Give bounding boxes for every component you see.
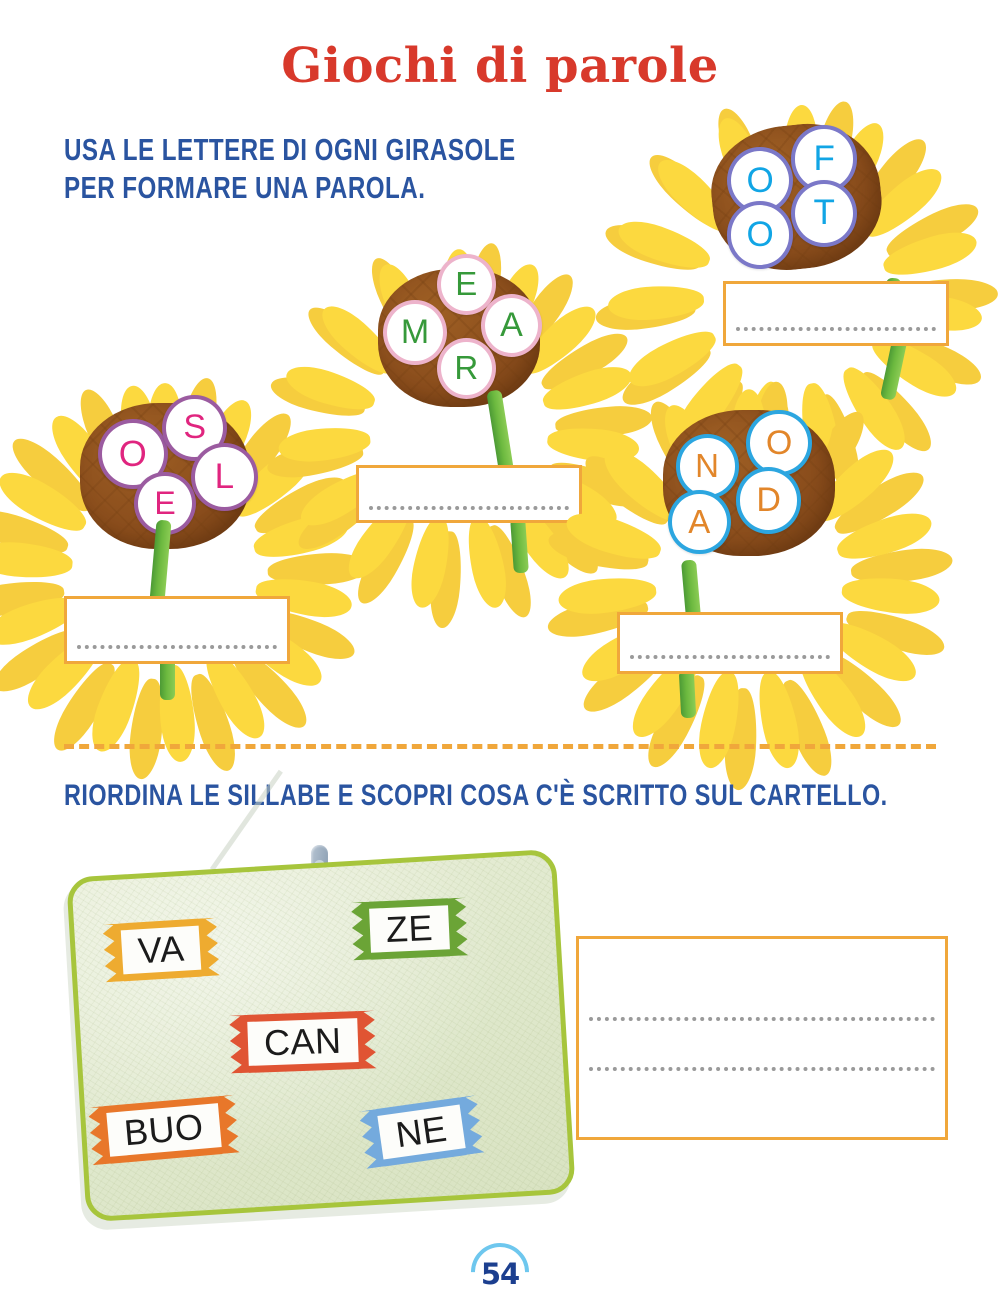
writing-line xyxy=(369,506,569,510)
letter-tile: M xyxy=(383,300,447,366)
syllable-ze[interactable]: ZE xyxy=(351,898,468,961)
answer-box-osel[interactable] xyxy=(64,596,290,664)
writing-line xyxy=(77,645,277,649)
writing-line xyxy=(589,1017,935,1021)
syllable-va[interactable]: VA xyxy=(102,918,220,983)
letter-tile: E xyxy=(437,254,496,315)
syllable-plate: CAN xyxy=(247,1018,359,1066)
answer-box-noad[interactable] xyxy=(617,612,843,674)
petal xyxy=(613,212,716,278)
sunflower-noad: N O A D xyxy=(544,372,955,791)
letter-tile: R xyxy=(437,338,496,399)
letter-tile: D xyxy=(735,467,802,535)
writing-line xyxy=(630,655,830,659)
instruction-riordina-sillabe: RIORDINA LE SILLABE E SCOPRI COSA C'È SC… xyxy=(64,779,888,812)
ribbon-body: CAN xyxy=(247,1011,359,1073)
answer-box-cartello[interactable] xyxy=(576,936,948,1140)
letter-tile: O xyxy=(746,409,812,477)
flower-stem xyxy=(160,655,175,700)
ribbon-body: ZE xyxy=(368,898,451,960)
sunflower-ofot: O F O T xyxy=(593,88,998,499)
section-divider xyxy=(64,744,936,749)
page-number: 54 xyxy=(458,1230,542,1313)
page-title: Giochi di parole xyxy=(281,38,719,94)
letter-tile: L xyxy=(190,443,258,512)
syllable-text: BUO xyxy=(122,1105,206,1154)
letter-tile: N xyxy=(675,434,739,499)
petal xyxy=(607,282,706,323)
writing-line xyxy=(589,1067,935,1071)
flower-stem xyxy=(678,669,697,719)
page-number-text: 54 xyxy=(480,1257,520,1291)
syllable-plate: NE xyxy=(377,1104,466,1160)
sunflower-osel: O S E L xyxy=(0,366,369,781)
ribbon-body: BUO xyxy=(105,1096,222,1164)
letter-tile: A xyxy=(480,293,542,357)
ribbon-body: NE xyxy=(376,1097,467,1167)
ribbon-body: VA xyxy=(120,918,203,982)
instruction-usa-lettere: USA LE LETTERE DI OGNI GIRASOLE PER FORM… xyxy=(64,132,516,205)
syllable-text: CAN xyxy=(263,1019,343,1064)
answer-box-ofot[interactable] xyxy=(723,281,949,346)
syllable-plate: BUO xyxy=(106,1103,222,1157)
sunflower-mear: M E A R xyxy=(265,233,654,630)
letter-tile: T xyxy=(790,179,858,248)
syllable-can[interactable]: CAN xyxy=(229,1010,376,1073)
writing-line xyxy=(736,327,936,331)
answer-box-mear[interactable] xyxy=(356,465,582,523)
syllable-plate: ZE xyxy=(369,905,450,953)
syllable-plate: VA xyxy=(120,925,202,975)
syllable-text: NE xyxy=(393,1107,450,1156)
syllable-sign-board: VA ZE CAN BUO xyxy=(62,769,592,1235)
letter-tile: A xyxy=(667,489,731,555)
syllable-text: VA xyxy=(136,927,186,972)
syllable-text: ZE xyxy=(385,906,434,951)
letter-tile: O xyxy=(726,201,794,269)
